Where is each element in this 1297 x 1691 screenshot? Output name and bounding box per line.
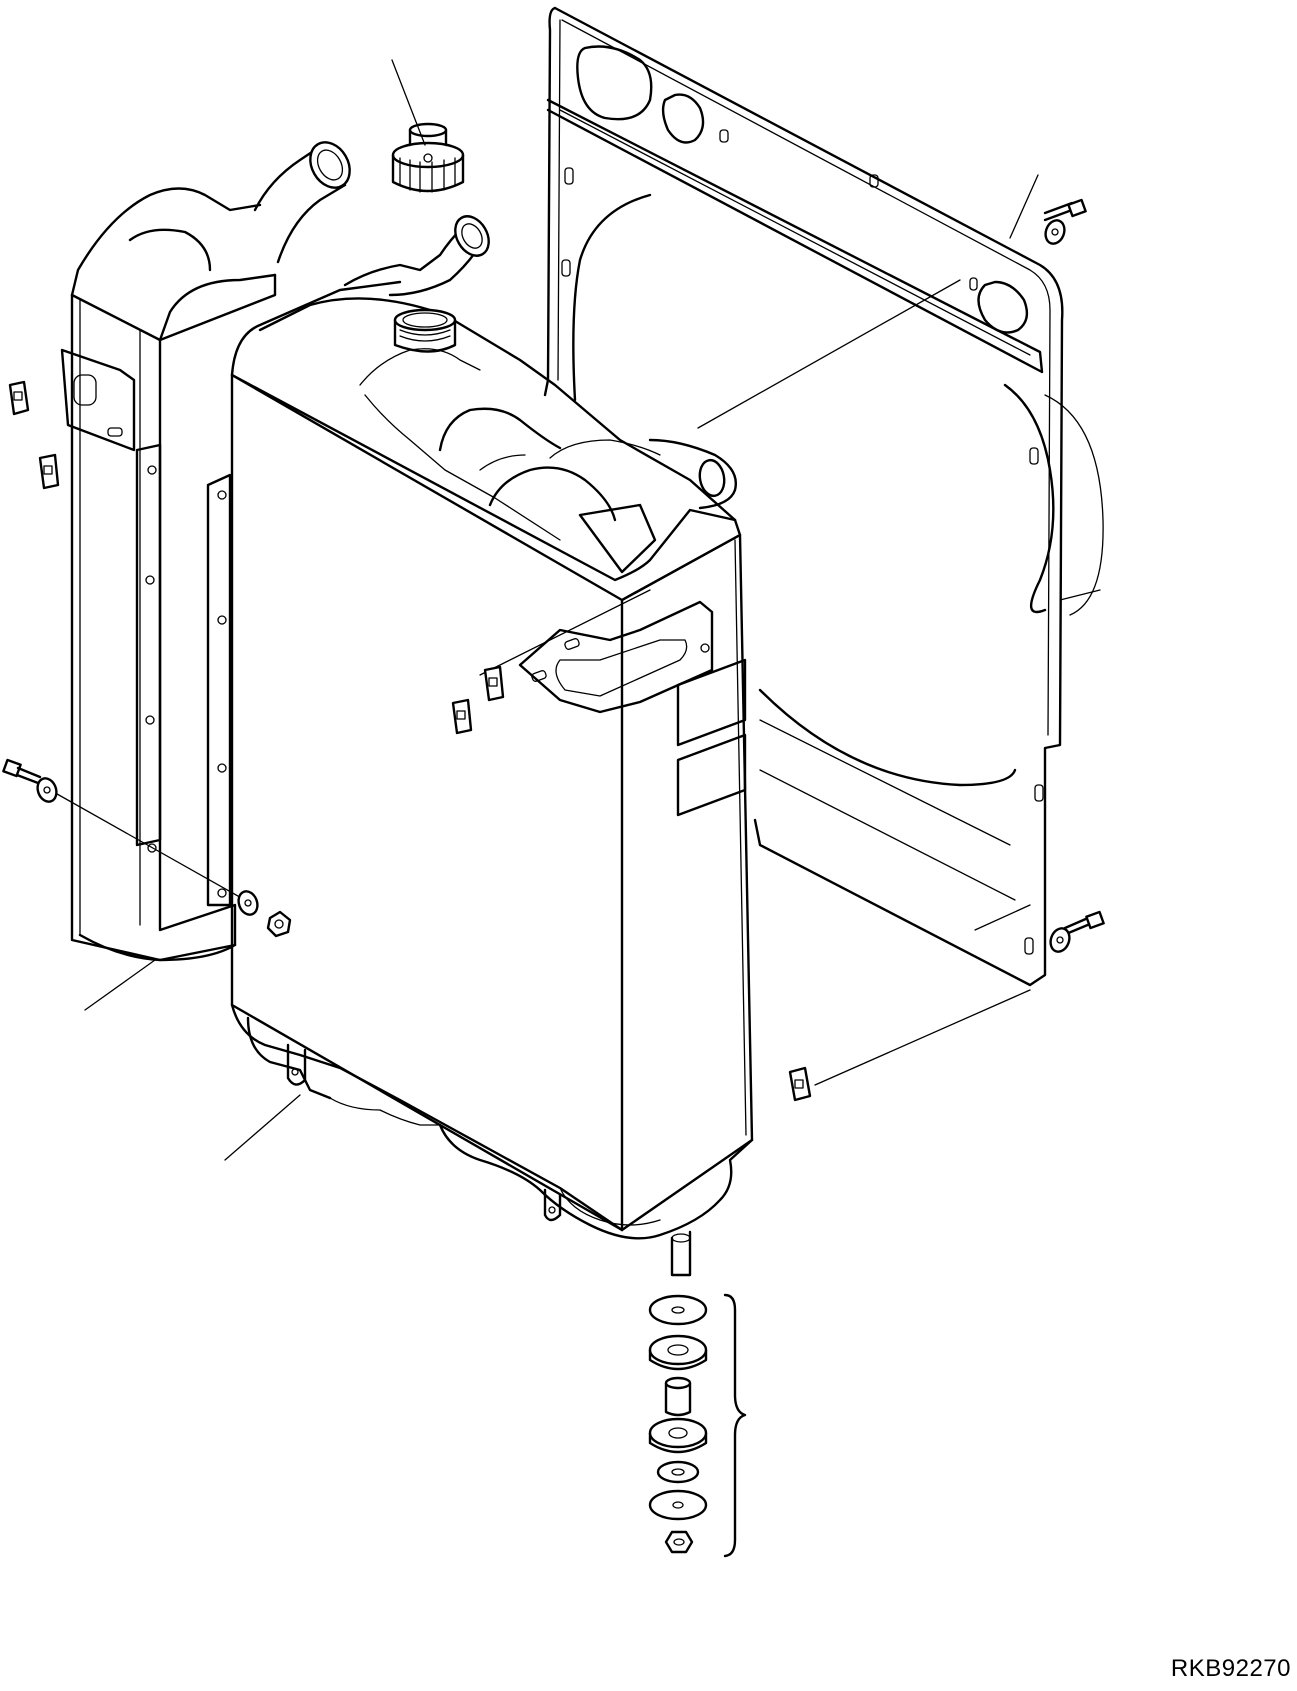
fan-shroud (543, 6, 1104, 987)
radiator-core (206, 215, 754, 1277)
mount-sleeve (664, 1376, 692, 1417)
mount-nut (664, 1530, 694, 1554)
washer-left (36, 777, 58, 803)
clip-nut-1 (8, 380, 30, 416)
nut-center (266, 910, 292, 938)
intercooler-core (60, 141, 351, 962)
warning-label-plate-1 (676, 658, 747, 747)
shroud-slot-holes (561, 129, 1044, 955)
bolt-lower-right (1063, 910, 1105, 936)
radiator-cap (391, 122, 465, 193)
bolt-upper-right (1043, 198, 1087, 222)
clip-nut-4 (451, 698, 473, 735)
figure-reference-code: RKB92270 (1170, 1655, 1291, 1682)
warning-label-plate-2 (676, 733, 747, 817)
washer-lower-right (1049, 927, 1071, 953)
mount-washer-small (656, 1460, 700, 1484)
clip-nut-2 (38, 453, 60, 490)
clip-nut-3 (483, 665, 505, 702)
mount-rubber-lower (648, 1417, 708, 1454)
washer-upper-right (1044, 219, 1066, 245)
core-mount-holes (145, 465, 157, 853)
clip-nut-5 (788, 1066, 812, 1102)
radiator-flange-holes (217, 490, 227, 898)
mount-washer-bottom (648, 1489, 708, 1521)
fasteners (2, 198, 1105, 1102)
leader-lines (49, 59, 1039, 1161)
mount-stack-brace (723, 1293, 747, 1558)
mount-rubber-upper (648, 1334, 708, 1371)
mount-stack (648, 1293, 747, 1558)
mount-washer-top (648, 1294, 708, 1326)
bolt-left (2, 758, 42, 785)
washer-center (237, 890, 259, 916)
